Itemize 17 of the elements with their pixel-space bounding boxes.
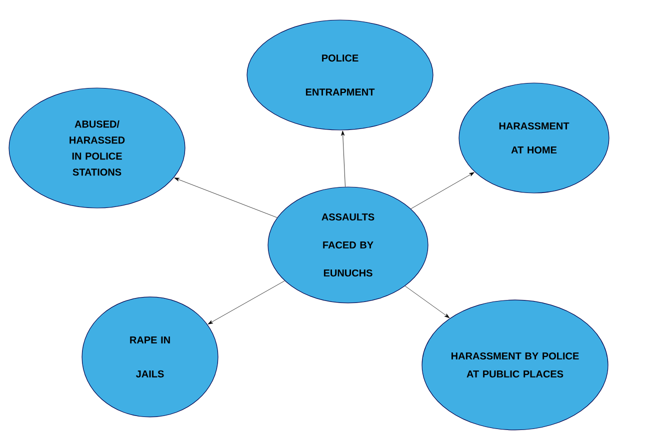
arrow <box>404 286 450 318</box>
topic-ellipse <box>246 20 434 130</box>
topic-label: HARASSMENT BY POLICE AT PUBLIC PLACES <box>452 352 579 378</box>
topic-label: ASSAULTS FACED BY EUNUCHS <box>322 213 374 277</box>
arrow <box>208 280 285 324</box>
topic-ellipse <box>422 300 608 430</box>
topic-label: POLICE ENTRAPMENT <box>306 54 375 96</box>
topic-label: HARASSMENT AT HOME <box>499 122 570 154</box>
arrow <box>410 172 474 209</box>
topic-ellipse <box>458 82 610 194</box>
topic-ellipse <box>82 296 218 418</box>
topic-ellipse <box>8 88 186 208</box>
arrow <box>174 178 278 218</box>
arrow <box>341 130 346 187</box>
topic-label: RAPE IN JAILS <box>130 336 170 378</box>
topic-ellipse <box>268 186 428 304</box>
topic-label: ABUSED/ HARASSED IN POLICE STATIONS <box>70 120 125 176</box>
